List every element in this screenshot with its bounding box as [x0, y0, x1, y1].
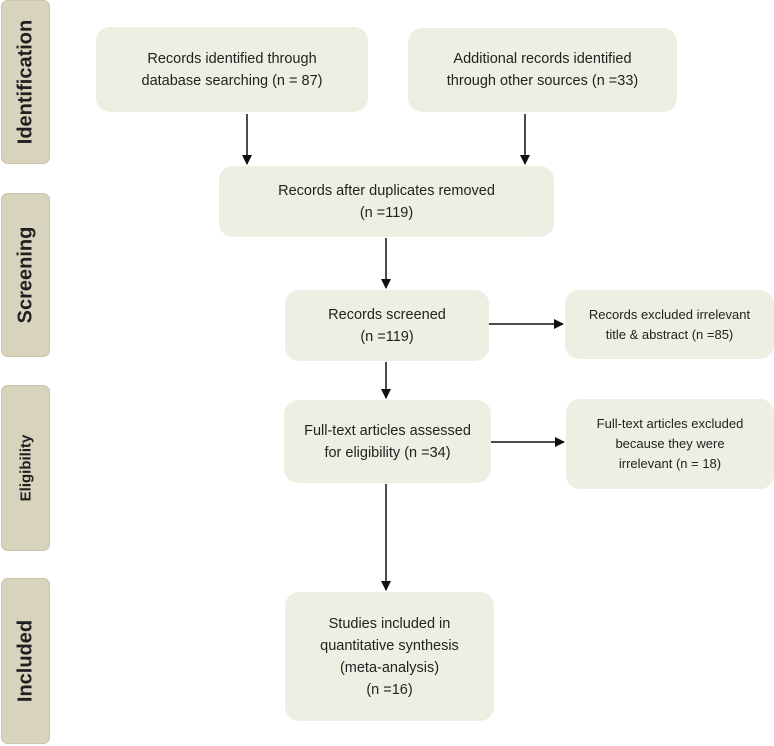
box-text-line: for eligibility (n =34) [324, 444, 451, 461]
box-text-line: title & abstract (n =85) [605, 326, 734, 342]
box-text-line: (n =119) [360, 328, 414, 345]
box-text-line: Full-text articles assessed [304, 422, 471, 439]
box-fulltext-excluded: Full-text articles excluded because they… [566, 399, 774, 489]
box-text-line: (meta-analysis) [339, 659, 440, 676]
phase-screening: Screening [1, 193, 50, 357]
box-records-screened: Records screened (n =119) [285, 290, 489, 361]
box-fulltext-assessed: Full-text articles assessed for eligibil… [284, 400, 491, 483]
box-text-line: Full-text articles excluded [596, 416, 744, 431]
box-text-line: Additional records identified [453, 51, 632, 67]
box-text-line: Records identified through [147, 50, 317, 67]
box-text-line: quantitative synthesis [320, 637, 459, 654]
box-text-line: Records after duplicates removed [278, 182, 495, 199]
box-text-line: Records excluded irrelevant [588, 306, 751, 322]
phase-identification: Identification [1, 0, 50, 164]
phase-eligibility: Eligibility [1, 385, 50, 551]
box-other-sources: Additional records identified through ot… [408, 28, 677, 112]
box-text-line: (n =16) [366, 681, 413, 698]
phase-included: Included [1, 578, 50, 744]
box-text-line: database searching (n = 87) [141, 72, 323, 89]
box-studies-included: Studies included in quantitative synthes… [285, 592, 494, 721]
box-text-line: Studies included in [328, 615, 451, 632]
box-text-line: through other sources (n =33) [446, 73, 639, 89]
box-text-line: because they were [615, 436, 725, 451]
box-text-line: (n =119) [359, 204, 414, 221]
box-duplicates-removed: Records after duplicates removed (n =119… [219, 166, 554, 237]
box-database-searching: Records identified through database sear… [96, 27, 368, 112]
box-text-line: Records screened [328, 306, 446, 323]
box-text-line: irrelevant (n = 18) [618, 456, 722, 471]
box-records-excluded: Records excluded irrelevant title & abst… [565, 290, 774, 359]
